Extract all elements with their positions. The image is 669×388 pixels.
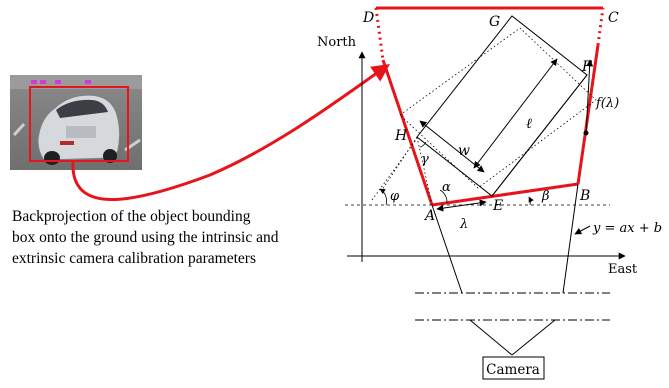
point-A: A [423,208,435,224]
gamma-arc [419,141,427,148]
projection-arrow [71,63,390,201]
caption-line-1: Backprojection of the object bounding [12,208,251,225]
point-E: E [492,198,503,214]
point-B: B [579,188,590,204]
ground-footprint [374,6,605,207]
beta-label: β [541,189,550,204]
width-label: w [458,143,470,159]
point-C: C [608,10,619,26]
beta-arc [528,196,534,206]
caption: Backprojection of the object bounding bo… [12,206,342,269]
caption-line-3: extrinsic camera calibration parameters [12,250,256,267]
f-lambda-arrow [585,59,594,136]
car-photo-icon [10,75,142,170]
caption-line-2: box onto the ground using the intrinsic … [12,229,279,246]
width-arrow [419,120,485,173]
bounding-box [29,86,129,162]
phi-arc [379,188,387,206]
vehicle-rectangle [416,15,588,197]
lambda-arrow [436,199,487,212]
gamma-label: γ [421,152,429,167]
dotted-construction [371,27,597,206]
camera-label: Camera [486,362,540,378]
point-G: G [489,14,500,30]
camera-frustum [415,183,610,356]
camera-box [482,356,545,380]
f-lambda-label: f(λ) [595,96,619,111]
line-equation: y = ax + b [592,221,662,236]
alpha-arc [439,189,448,204]
length-label: ℓ [526,116,532,132]
phi-label: φ [390,189,400,204]
point-H: H [394,128,408,144]
f-lambda-point [583,130,589,136]
east-label: East [608,262,638,277]
point-F: F [581,59,593,75]
north-label: North [317,35,357,50]
equation-pointer [574,225,591,235]
lambda-label: λ [459,217,468,232]
point-D: D [362,10,374,26]
length-arrow [473,58,558,169]
alpha-label: α [442,180,451,195]
